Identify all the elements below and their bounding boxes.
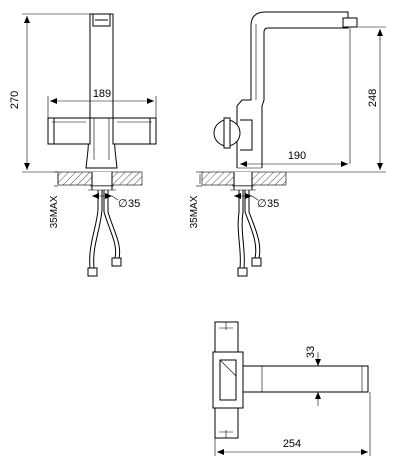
dim-270-label: 270 [9, 91, 21, 109]
front-dim-189: 189 [47, 88, 157, 118]
dim-189-label: 189 [93, 88, 111, 100]
front-dim-35max: 35MAX [49, 171, 60, 228]
front-dim-270: 270 [9, 13, 90, 173]
side-faucet-body [236, 11, 358, 169]
top-faucet-body [212, 321, 369, 439]
side-handle [213, 117, 253, 151]
dim-33-label: 33 [305, 346, 317, 358]
side-dim-248: 248 [286, 26, 386, 173]
front-dim-hole: ∅ 35 [92, 193, 140, 210]
front-hoses [87, 190, 122, 277]
dim-190-label: 190 [288, 150, 306, 162]
side-counter [201, 171, 287, 191]
side-view: 248 190 35MAX ∅ 35 [189, 11, 386, 277]
dim-35max-label-front: 35MAX [49, 195, 60, 228]
side-dim-hole: ∅ 35 [234, 193, 279, 210]
top-dim-33: 33 [268, 346, 324, 406]
front-handles [47, 117, 157, 145]
diameter-symbol-front: ∅ [118, 198, 128, 210]
dim-35-label-front: 35 [128, 198, 140, 210]
dim-248-label: 248 [367, 89, 379, 107]
side-hoses [237, 190, 262, 277]
side-dim-35max: 35MAX [189, 171, 202, 228]
front-counter [57, 171, 143, 191]
side-dim-190: 190 [240, 28, 351, 167]
dim-35max-label-side: 35MAX [189, 195, 200, 228]
front-view: 270 189 35MAX ∅ 35 [9, 13, 157, 277]
top-dim-254: 254 [214, 392, 371, 456]
diameter-symbol-side: ∅ [257, 198, 267, 210]
top-view: 33 254 [212, 321, 371, 456]
dim-35-label-side: 35 [267, 198, 279, 210]
dim-254-label: 254 [283, 438, 301, 450]
